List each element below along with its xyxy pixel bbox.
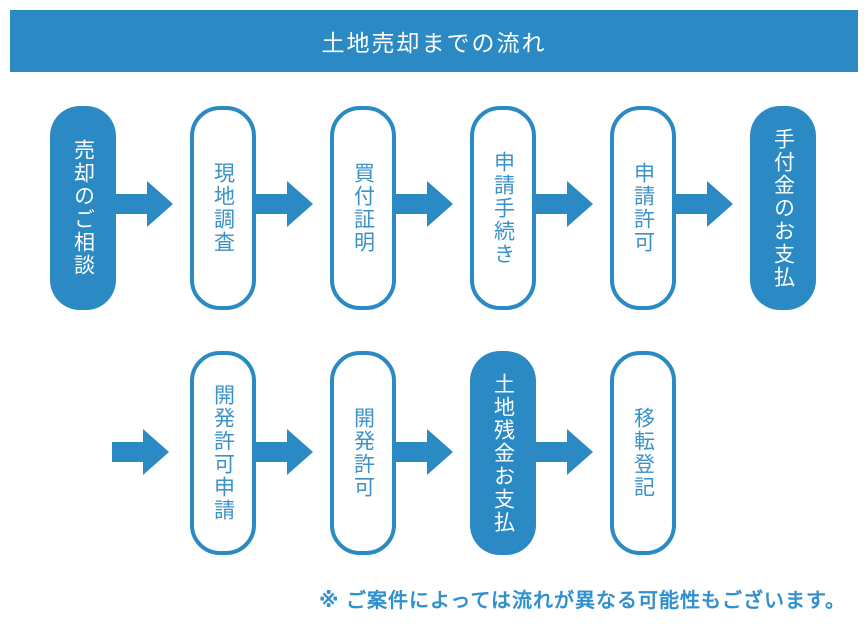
flow-step-transfer-registration: 移転登記 <box>610 351 676 555</box>
flow-step-development-permit-application: 開発許可申請 <box>190 351 256 555</box>
arrow-right-icon <box>112 428 170 476</box>
flow-step-application-approval: 申請許可 <box>610 106 676 310</box>
flow-step-land-balance-payment: 土地残金お支払 <box>470 351 536 555</box>
arrow-right-icon <box>116 180 174 228</box>
flow-step-deposit-payment: 手付金のお支払 <box>750 106 816 310</box>
arrow-right-icon <box>536 180 594 228</box>
title-bar: 土地売却までの流れ <box>10 10 858 72</box>
flow-step-label: 売却のご相談 <box>71 139 95 277</box>
flow-step-label: 申請許可 <box>631 162 655 254</box>
flow-step-label: 移転登記 <box>631 407 655 499</box>
arrow-right-icon <box>396 428 454 476</box>
page-title: 土地売却までの流れ <box>321 30 547 56</box>
arrow-right-icon <box>536 428 594 476</box>
flow-step-label: 買付証明 <box>351 162 375 254</box>
flow-step-label: 開発許可申請 <box>211 384 235 522</box>
flow-step-consultation: 売却のご相談 <box>50 106 116 310</box>
flow-step-purchase-certificate: 買付証明 <box>330 106 396 310</box>
flow-step-label: 現地調査 <box>211 162 235 254</box>
flow-step-application-procedure: 申請手続き <box>470 106 536 310</box>
flow-step-label: 申請手続き <box>491 150 515 266</box>
flow-step-site-survey: 現地調査 <box>190 106 256 310</box>
footnote: ※ ご案件によっては流れが異なる可能性もございます。 <box>319 590 846 612</box>
arrow-right-icon <box>676 180 734 228</box>
flow-step-development-permit: 開発許可 <box>330 351 396 555</box>
arrow-right-icon <box>256 428 314 476</box>
flow-step-label: 手付金のお支払 <box>771 127 795 289</box>
arrow-right-icon <box>396 180 454 228</box>
arrow-right-icon <box>256 180 314 228</box>
flow-step-label: 土地残金お支払 <box>491 372 515 534</box>
flow-step-label: 開発許可 <box>351 407 375 499</box>
